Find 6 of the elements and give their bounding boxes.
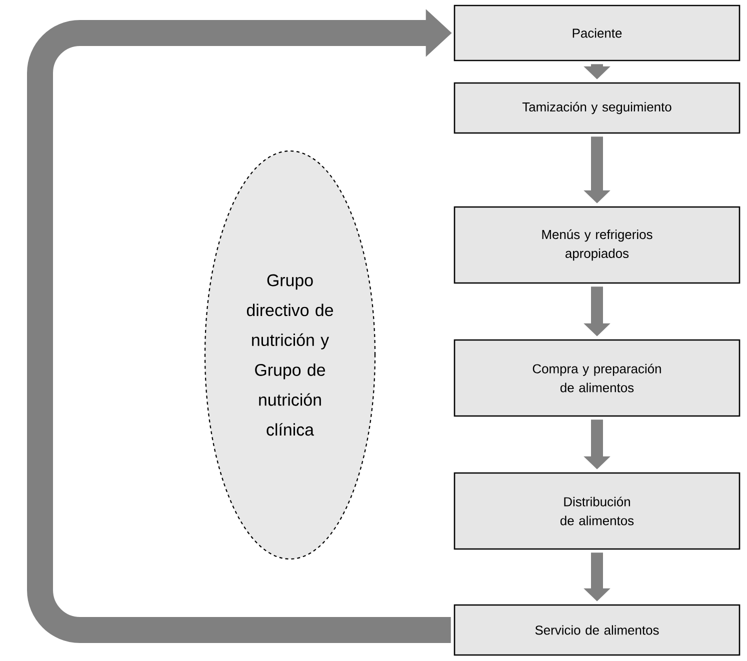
process-box: Distribución de alimentos (454, 472, 740, 550)
process-box: Servicio de alimentos (454, 604, 740, 656)
process-box: Menús y refrigerios apropiados (454, 206, 740, 284)
process-box: Paciente (454, 4, 740, 62)
process-box: Compra y preparación de alimentos (454, 339, 740, 417)
process-box: Tamización y seguimiento (454, 82, 740, 134)
